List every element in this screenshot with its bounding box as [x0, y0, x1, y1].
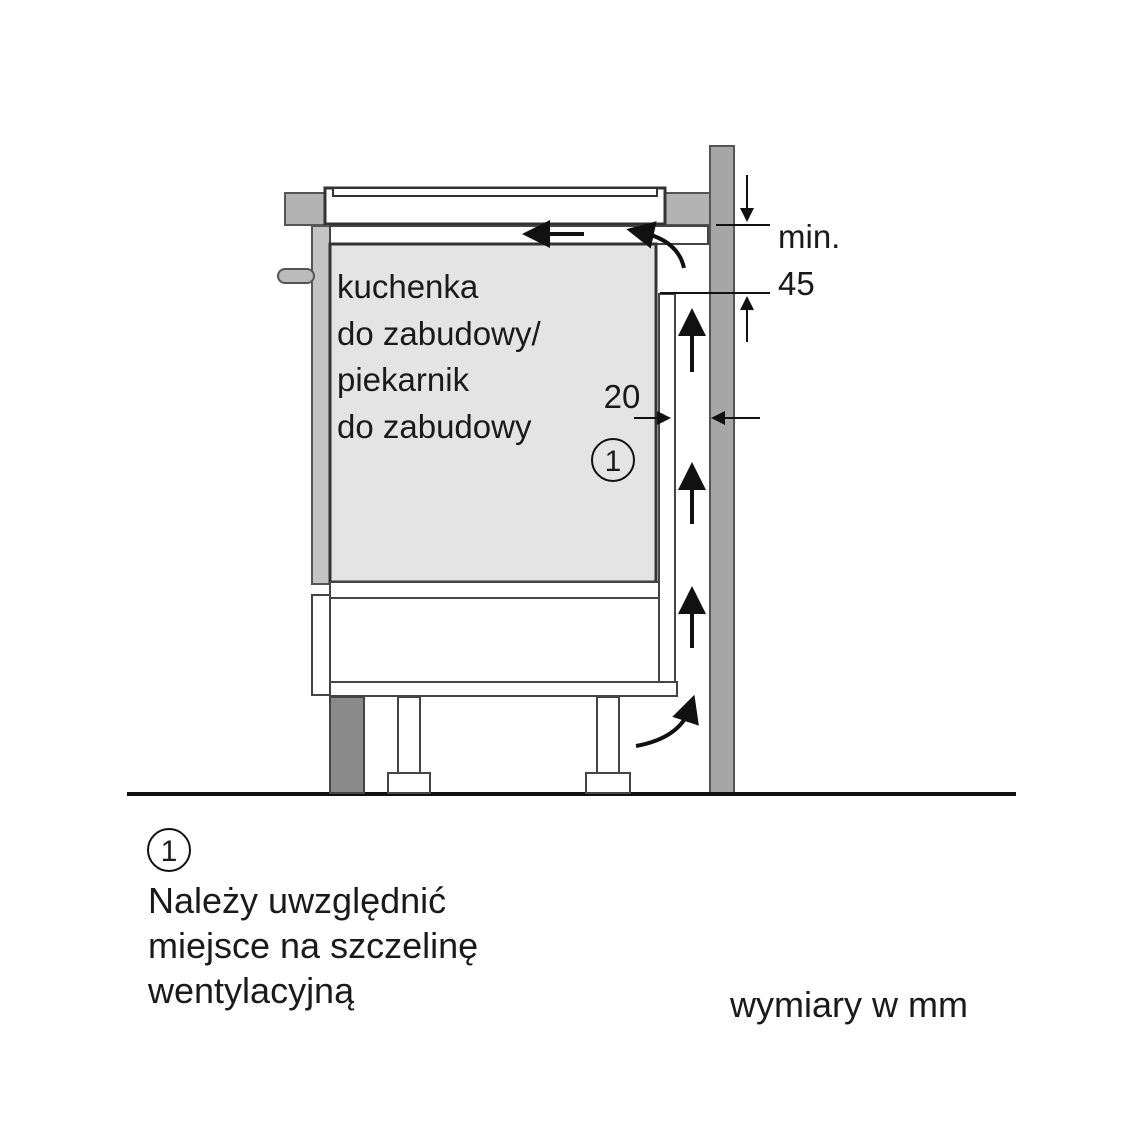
legend-marker-circle: [147, 828, 191, 872]
units-note: wymiary w mm: [730, 984, 968, 1025]
appliance-label: kuchenka do zabudowy/ piekarnik do zabud…: [337, 268, 550, 445]
plinth: [329, 696, 365, 794]
cabinet-front-panel: [311, 225, 331, 585]
dimension-min-label: min.: [778, 218, 840, 255]
appliance-label-line: do zabudowy: [337, 408, 532, 445]
leg-left: [387, 696, 431, 794]
appliance-label-line: kuchenka: [337, 268, 479, 305]
oven-handle: [277, 268, 315, 284]
dimension-20-label: 20: [604, 378, 641, 415]
legend-note-line: Należy uwzględnić: [148, 880, 447, 921]
appliance-label-line: do zabudowy/: [337, 315, 541, 352]
dimension-45-label: 45: [778, 265, 815, 302]
cabinet-back-panel: [658, 293, 676, 683]
marker-circle: [591, 438, 635, 482]
leg-right: [585, 696, 631, 794]
worktop: [284, 186, 711, 226]
airflow-arrows: [522, 220, 706, 748]
dimension-top-gap: [660, 175, 770, 342]
drawer: [311, 581, 678, 697]
airflow-curve-top-arrow: [626, 221, 686, 269]
legend-marker-number: 1: [161, 835, 178, 868]
appliance-body: [328, 242, 658, 584]
appliance-label-line: piekarnik: [337, 361, 470, 398]
legend-note-line: wentylacyjną: [148, 970, 355, 1011]
wall: [709, 145, 735, 795]
legend-note: Należy uwzględnić miejsce na szczelinę w…: [148, 878, 478, 1013]
marker-number: 1: [605, 445, 622, 478]
airflow-curve-bottom-arrow: [635, 694, 699, 748]
legend-note-line: miejsce na szczelinę: [148, 925, 479, 966]
